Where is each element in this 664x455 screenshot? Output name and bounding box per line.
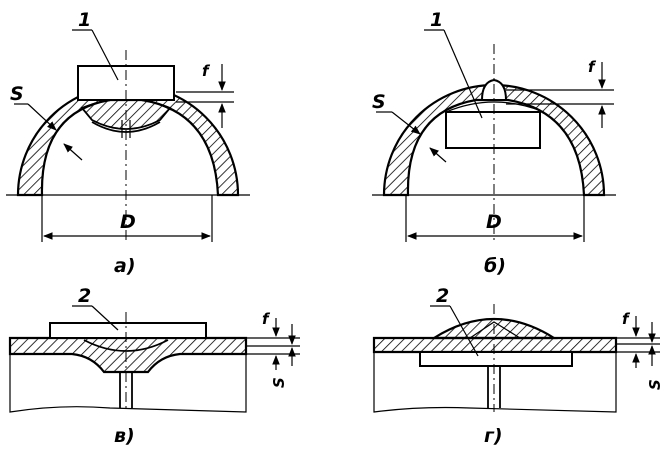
figure-c: 2 f S в) [8, 285, 300, 447]
figure-b: D 1 S f б) [372, 9, 616, 277]
sheet-section-c [8, 336, 248, 374]
sheet-section-d [372, 336, 618, 354]
label-part-a: 1 [78, 9, 91, 31]
label-height-b: f [588, 58, 597, 76]
label-part-d: 2 [436, 285, 449, 307]
label-height-a: f [202, 62, 211, 80]
label-height-d: f [622, 310, 631, 328]
label-part-c: 2 [78, 285, 91, 307]
caption-d: г) [484, 425, 503, 447]
caption-a: а) [114, 255, 136, 277]
label-thickness-c: S [270, 377, 288, 388]
tool-box-b [445, 111, 541, 149]
figure-d: 2 f S г) [372, 285, 664, 447]
label-thickness-d: S [646, 379, 664, 390]
caption-b: б) [484, 255, 506, 277]
figure-a: D 1 S f а) [6, 9, 250, 277]
caption-c: в) [114, 425, 135, 447]
label-thickness-b: S [372, 91, 386, 113]
die-plate-d [419, 351, 573, 367]
die-plate-c [49, 322, 207, 339]
label-diameter-a: D [120, 211, 136, 233]
label-diameter-b: D [486, 211, 502, 233]
label-part-b: 1 [430, 9, 443, 31]
label-height-c: f [262, 310, 271, 328]
label-thickness-a: S [10, 83, 24, 105]
dome-shell-b [382, 83, 606, 197]
